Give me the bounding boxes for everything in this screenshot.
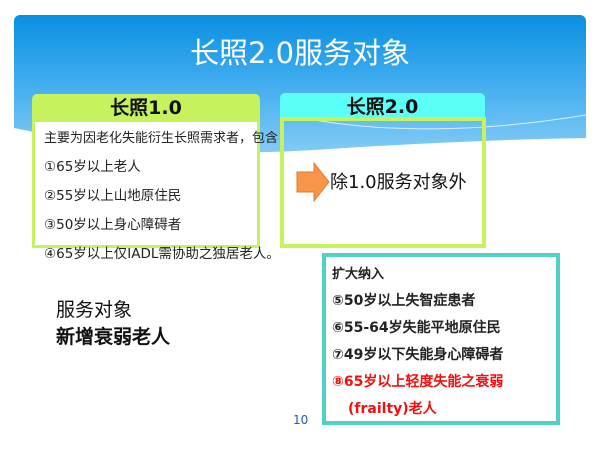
ltc1-line: ④65岁以上仅IADL需协助之独居老人。	[44, 246, 280, 262]
ltc1-line: ②55岁以上山地原住民	[44, 188, 182, 204]
slide-title: 长照2.0服务对象	[189, 36, 411, 70]
ltc2-header: 长照2.0	[280, 93, 485, 121]
ltc1-line: 主要为因老化失能衍生长照需求者，包含	[44, 131, 279, 146]
ltc1-box: 主要为因老化失能衍生长照需求者，包含 ①65岁以上老人 ②55岁以上山地原住民 …	[32, 119, 280, 262]
ltc1-header: 长照1.0	[32, 94, 260, 122]
expand-line-highlight: ⑧65岁以上轻度失能之衰弱	[332, 374, 504, 390]
left-note-line1: 服务对象	[56, 299, 133, 321]
page-number: 10	[293, 413, 309, 427]
expand-line: ⑤50岁以上失智症患者	[332, 293, 476, 309]
expand-line: ⑥55-64岁失能平地原住民	[332, 320, 501, 336]
ltc2-box: 除1.0服务对象外	[280, 117, 486, 248]
expand-box: 扩大纳入 ⑤50岁以上失智症患者 ⑥55-64岁失能平地原住民 ⑦49岁以下失能…	[322, 253, 560, 425]
left-note-line2: 新增衰弱老人	[56, 326, 171, 348]
ltc2-text: 除1.0服务对象外	[330, 172, 467, 193]
ltc1-line: ③50岁以上身心障碍者	[44, 217, 182, 233]
expand-heading: 扩大纳入	[332, 267, 385, 282]
expand-line-highlight: (frailty)老人	[348, 401, 437, 417]
ltc1-line: ①65岁以上老人	[44, 159, 141, 175]
expand-line: ⑦49岁以下失能身心障碍者	[332, 347, 504, 363]
arrow-right-icon	[296, 162, 330, 202]
